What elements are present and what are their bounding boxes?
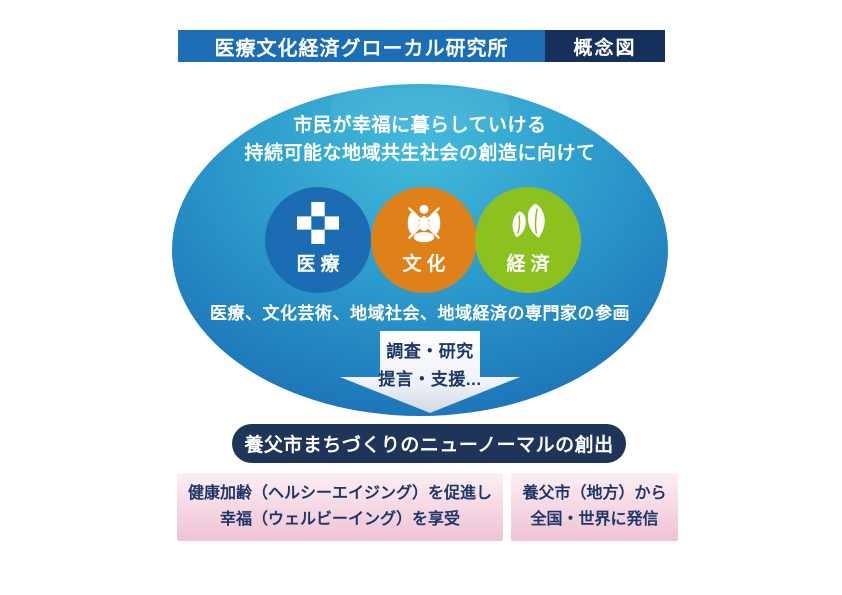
culture-person-icon	[400, 198, 448, 248]
experts-participation-text: 医療、文化芸術、地域社会、地域経済の専門家の参画	[210, 304, 630, 323]
down-arrow-shape	[340, 331, 520, 413]
header-bar: 医療文化経済グローカル研究所 概念図	[178, 30, 665, 62]
outcome-pill: 養父市まちづくりのニューノーマルの創出	[232, 424, 626, 463]
dissemination-line1: 養父市（地方）から	[522, 485, 667, 502]
economy-circle: 経済	[475, 187, 581, 293]
activities-arrow: 調査・研究 提言・支援...	[338, 331, 522, 415]
vision-heading-line2: 持続可能な地域共生社会の創造に向けて	[244, 143, 596, 164]
diagram-type-badge: 概念図	[545, 30, 665, 62]
activities-line2: 提言・支援...	[378, 370, 482, 389]
vision-heading-line1: 市民が幸福に暮らしていける	[293, 115, 547, 136]
wellbeing-line1: 健康加齢（ヘルシーエイジング）を促進し	[187, 485, 492, 502]
economy-circle-label: 経済	[506, 254, 555, 275]
medical-circle: 医療	[265, 187, 371, 293]
wellbeing-line2: 幸福（ウェルビーイング）を享受	[219, 511, 460, 528]
activities-line1: 調査・研究	[386, 342, 474, 361]
dissemination-line2: 全国・世界に発信	[530, 511, 659, 528]
page-title: 医療文化経済グローカル研究所	[178, 30, 545, 62]
medical-circle-label: 医療	[296, 254, 345, 275]
dissemination-box: 養父市（地方）から 全国・世界に発信	[511, 473, 678, 541]
vision-heading: 市民が幸福に暮らしていける 持続可能な地域共生社会の創造に向けて	[172, 112, 668, 168]
economy-leaf-icon	[505, 198, 551, 248]
culture-circle-label: 文化	[402, 254, 451, 275]
activities-text: 調査・研究 提言・支援...	[338, 338, 522, 394]
culture-circle: 文化	[371, 187, 477, 293]
medical-cross-icon	[297, 198, 339, 248]
wellbeing-box: 健康加齢（ヘルシーエイジング）を促進し 幸福（ウェルビーイング）を享受	[177, 473, 503, 541]
